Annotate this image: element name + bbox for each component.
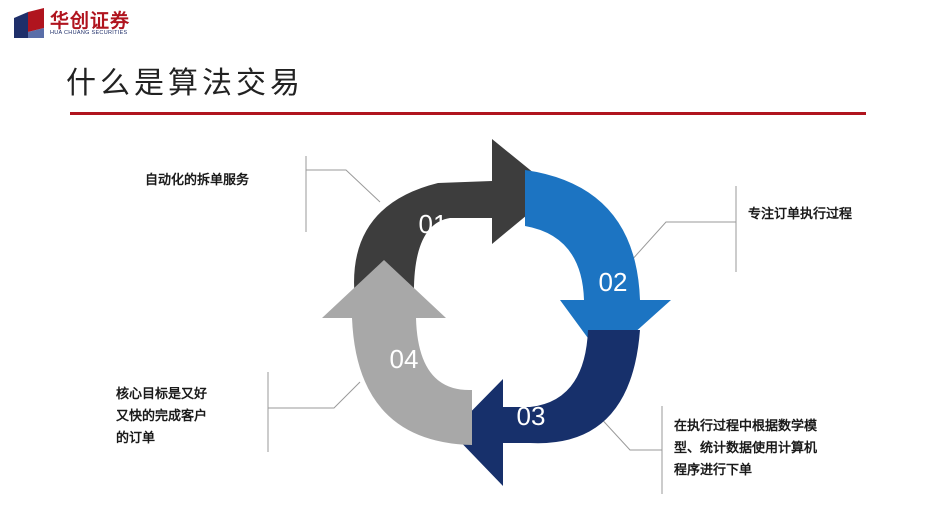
step-number-03: 03 [517,401,546,431]
brand-logo: 华创证券 HUA CHUANG SECURITIES [14,6,154,38]
callout-step-04: 核心目标是又好 又快的完成客户 的订单 [116,384,207,450]
brand-name-en: HUA CHUANG SECURITIES [50,30,128,36]
brand-name-cn: 华创证券 [50,10,131,32]
cycle-segment-04 [322,260,472,445]
callout-step-04-line-1: 核心目标是又好 [116,387,208,402]
cycle-segment-02 [525,170,671,360]
callout-step-01-line: 自动化的拆单服务 [145,173,250,188]
step-number-02: 02 [599,267,628,297]
callout-step-03-line-3: 程序进行下单 [674,463,753,478]
callout-leader-4 [268,381,361,409]
brand-logo-mark-icon [14,8,44,38]
callout-step-03: 在执行过程中根据数学模 型、统计数据使用计算机 程序进行下单 [674,416,817,482]
step-number-04: 04 [390,344,419,374]
cycle-segment-03 [451,330,640,486]
callout-step-02: 专注订单执行过程 [748,204,852,226]
page-title: 什么是算法交易 [66,66,304,101]
callout-step-04-line-2: 又快的完成客户 [116,409,208,424]
callout-step-02-line: 专注订单执行过程 [748,207,853,222]
callout-step-04-line-3: 的订单 [116,431,156,446]
step-number-01: 01 [419,209,448,239]
callout-leader-2 [629,221,736,263]
title-divider [70,112,866,115]
callout-leader-1 [306,169,381,203]
callout-leader-3 [595,412,662,451]
callout-step-03-line-1: 在执行过程中根据数学模 [674,419,818,434]
callout-step-03-line-2: 型、统计数据使用计算机 [674,441,818,456]
cycle-segment-01 [354,139,556,300]
callout-step-01: 自动化的拆单服务 [145,170,249,192]
